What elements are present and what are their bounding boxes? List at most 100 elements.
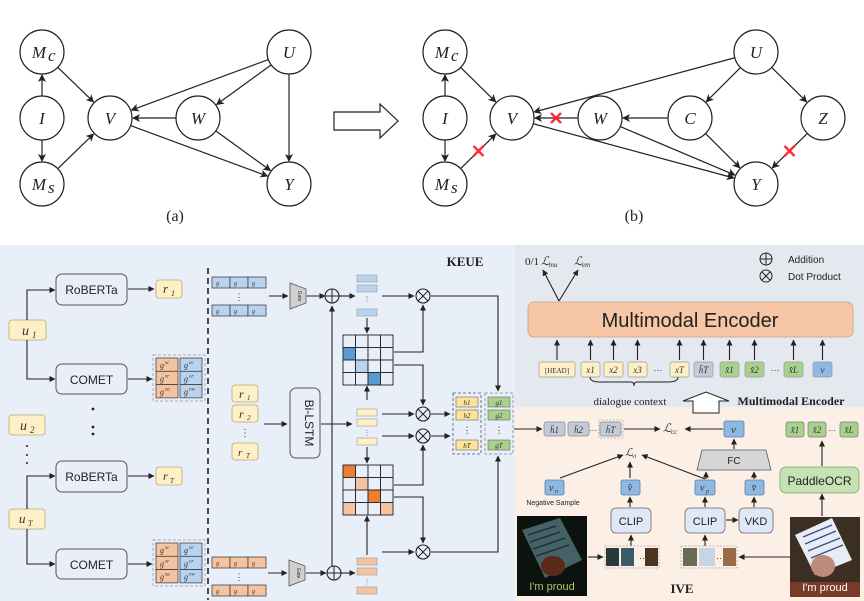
svg-text:⋮: ⋮ <box>364 296 371 303</box>
svg-text:U: U <box>750 43 764 62</box>
grid-cell <box>367 489 381 503</box>
svg-text:r: r <box>239 407 244 421</box>
vkd-box: VKD <box>738 507 774 534</box>
dot-product-icon <box>415 406 431 422</box>
clip-box-1: CLIP <box>610 507 652 534</box>
b-node-Z: Z <box>800 95 846 141</box>
svg-text:⋮: ⋮ <box>235 292 244 302</box>
svg-text:Gate: Gate <box>296 291 302 302</box>
svg-text:COMET: COMET <box>70 373 114 387</box>
b-edge-W-Y <box>620 126 736 176</box>
svg-text:u: u <box>20 419 27 434</box>
svg-text:g: g <box>160 374 164 383</box>
svg-text:⋮: ⋮ <box>240 428 250 439</box>
vector-bar <box>356 418 378 427</box>
svg-text:⋮: ⋮ <box>235 572 244 582</box>
svg-text:Z: Z <box>818 109 828 128</box>
encoder-token <box>812 361 833 378</box>
r-list: r 1 r 2 ⋮ r T <box>231 384 259 461</box>
svg-text:T: T <box>28 519 33 528</box>
svg-text:1: 1 <box>32 330 37 340</box>
svg-text:W: W <box>593 109 609 128</box>
grid-cell <box>342 372 356 386</box>
grid-cell <box>367 359 381 373</box>
svg-text:M: M <box>434 175 450 194</box>
ocr-token <box>785 421 805 438</box>
grid-cell <box>342 489 356 503</box>
svg-text:or: or <box>189 559 194 564</box>
grid-cell <box>380 502 394 516</box>
svg-text:V: V <box>105 109 118 128</box>
svg-text:I'm proud: I'm proud <box>802 582 848 594</box>
vector-bar <box>356 408 378 417</box>
svg-text:⋮: ⋮ <box>364 579 371 586</box>
svg-text:g: g <box>234 309 237 315</box>
a-edge-W-Y <box>215 130 272 172</box>
svg-text:xr: xr <box>164 559 169 564</box>
svg-text:xc: xc <box>164 361 170 366</box>
grid-cell <box>342 359 356 373</box>
svg-text:r: r <box>239 387 244 401</box>
svg-text:mu: mu <box>549 261 558 269</box>
h-bar-token <box>599 421 622 437</box>
a-edge-Mc-V <box>57 66 95 103</box>
svg-text:1: 1 <box>171 289 175 298</box>
vp-token: v p <box>694 479 716 496</box>
svg-text:g: g <box>234 561 237 567</box>
ocr-token <box>807 421 827 438</box>
a-node-Y: Y <box>266 161 312 207</box>
svg-text:s: s <box>48 178 55 197</box>
svg-text:oc: oc <box>189 361 195 366</box>
legend-addition: Addition <box>788 255 824 266</box>
loss-vi: ℒ vi <box>625 447 637 460</box>
addition-bottom-icon <box>306 565 356 581</box>
vector-bar <box>356 274 378 283</box>
transform-arrow-icon <box>333 102 399 140</box>
svg-text:M: M <box>31 43 47 62</box>
svg-text:FC: FC <box>727 456 740 467</box>
loss-cc: ℒ cc <box>663 421 678 436</box>
svg-text:g: g <box>160 388 164 397</box>
svg-text:g1: g1 <box>496 399 503 407</box>
svg-text:T: T <box>170 477 175 485</box>
svg-text:···: ··· <box>639 553 648 563</box>
svg-text:x̂2: x̂2 <box>749 365 759 375</box>
a-node-V: V <box>87 95 133 141</box>
v-token: v <box>723 420 745 438</box>
gate-bottom: Gate <box>288 559 306 587</box>
utterance-uT: u T <box>8 508 46 530</box>
svg-text:h̄2: h̄2 <box>574 425 584 435</box>
svg-text:g: g <box>184 573 188 582</box>
b-node-V: V <box>489 95 535 141</box>
svg-text:···: ··· <box>654 365 663 375</box>
svg-text:h1: h1 <box>464 399 471 407</box>
svg-text:p: p <box>705 489 709 495</box>
svg-text:h2: h2 <box>464 412 472 420</box>
svg-text:v: v <box>549 483 554 494</box>
svg-text:r: r <box>163 281 169 296</box>
grid-cell <box>355 502 369 516</box>
dialogue-context-label: dialogue context <box>593 396 666 408</box>
svg-text:[HEAD]: [HEAD] <box>545 367 569 375</box>
grid-cell <box>342 464 356 478</box>
b-edge-U-C <box>705 67 741 103</box>
roberta-box-T: RoBERTa <box>55 460 128 493</box>
grid-cell <box>367 477 381 491</box>
svg-text:x3: x3 <box>632 365 642 375</box>
grid-cell <box>380 477 394 491</box>
grid-cell <box>380 464 394 478</box>
grid-cell <box>355 477 369 491</box>
vn-token: v n <box>544 479 565 496</box>
dialogue-brace <box>589 376 679 387</box>
patches-positive: ··· <box>680 545 738 569</box>
svg-text:c: c <box>48 46 56 65</box>
b-edge-U-V <box>533 57 735 115</box>
svg-text:v̂: v̂ <box>628 483 633 494</box>
svg-text:vi: vi <box>632 454 637 460</box>
encoder-token <box>627 361 648 378</box>
